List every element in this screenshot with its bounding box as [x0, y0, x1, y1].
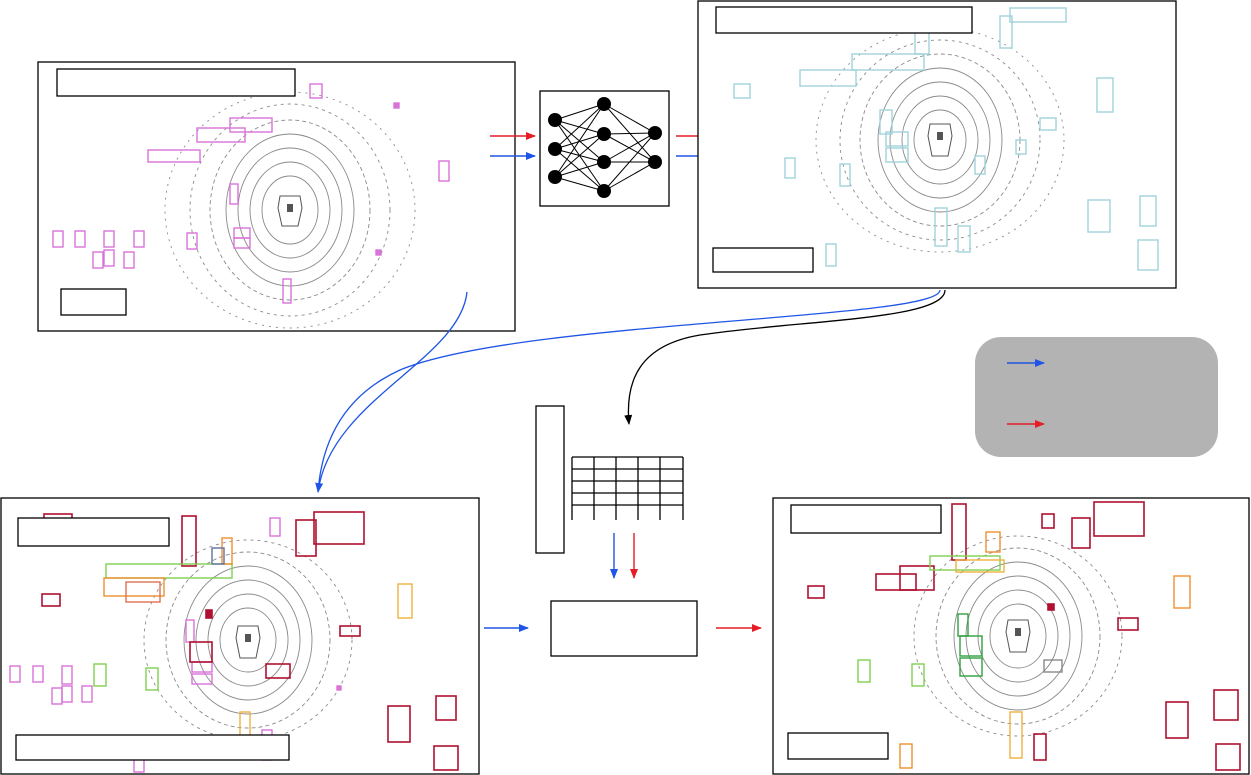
blue-curve-arrow-1 [315, 291, 468, 493]
panel-tag-box [15, 734, 290, 761]
panel-tag-box [60, 288, 127, 316]
assignment-matrix-icon [571, 456, 684, 520]
detection-boxes [733, 7, 1159, 271]
ego-vehicle-icon [927, 123, 953, 157]
vertical-label-box [535, 405, 565, 554]
legend [975, 337, 1218, 457]
lidar-points [815, 27, 1065, 253]
panel-title-box [56, 68, 296, 97]
panel-title-box [790, 504, 942, 534]
output-box [550, 600, 698, 657]
ego-vehicle-icon [1005, 619, 1031, 653]
blue-curve-arrow-2 [317, 289, 941, 493]
lidar-points [164, 91, 416, 329]
input-scan-panel [37, 61, 516, 332]
lidar-points [143, 539, 353, 741]
detection-boxes-mixed [857, 531, 1191, 769]
detection-boxes [52, 83, 450, 304]
final-scan-panel [772, 497, 1250, 775]
merged-scan-panel [0, 497, 480, 775]
panel-tag-box [712, 247, 814, 273]
detection-boxes-darkred [41, 511, 459, 771]
neural-network-icon [539, 90, 670, 207]
panel-title-box [17, 517, 170, 547]
detection-boxes-magenta [9, 517, 342, 761]
prediction-scan-panel [697, 0, 1177, 289]
ego-vehicle-icon [235, 625, 261, 659]
panel-tag-box [787, 732, 889, 760]
panel-title-box [715, 6, 973, 34]
black-curve-arrow [624, 289, 946, 425]
ego-vehicle-icon [277, 195, 303, 227]
